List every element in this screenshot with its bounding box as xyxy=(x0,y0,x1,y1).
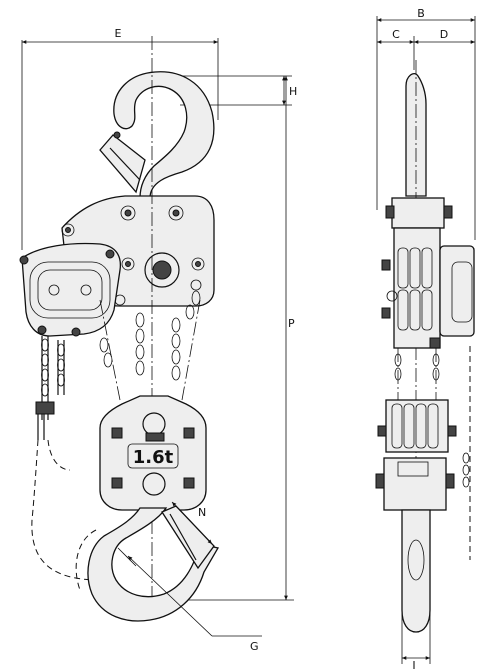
front-view: E H P xyxy=(19,27,297,653)
dimension-g: G xyxy=(117,547,262,653)
label-h: H xyxy=(289,85,297,98)
hand-wheel-cover xyxy=(19,242,122,337)
side-upper-frame xyxy=(381,197,475,349)
lower-block: 1.6t xyxy=(99,395,207,511)
top-hook xyxy=(99,71,215,199)
side-view: B C D xyxy=(375,7,476,670)
side-chains xyxy=(394,346,471,560)
label-e: E xyxy=(115,27,122,40)
side-lower-block xyxy=(375,399,457,511)
label-d: D xyxy=(440,28,448,41)
dimension-c-d: C D xyxy=(377,28,475,70)
bottom-hook xyxy=(75,505,220,622)
dimension-n: N xyxy=(171,501,213,545)
dimension-b: B xyxy=(376,7,476,240)
hook-latch xyxy=(99,134,146,194)
capacity-plate: 1.6t xyxy=(133,447,174,468)
dimension-i: I xyxy=(401,612,431,670)
label-n: N xyxy=(198,506,206,519)
label-c: C xyxy=(392,28,400,41)
label-p: P xyxy=(288,317,295,330)
label-b: B xyxy=(417,7,425,20)
label-g: G xyxy=(250,640,259,653)
dimension-e: E xyxy=(21,27,219,250)
hand-chain xyxy=(31,336,101,581)
label-i: I xyxy=(412,659,415,670)
side-bottom-hook xyxy=(401,509,431,633)
